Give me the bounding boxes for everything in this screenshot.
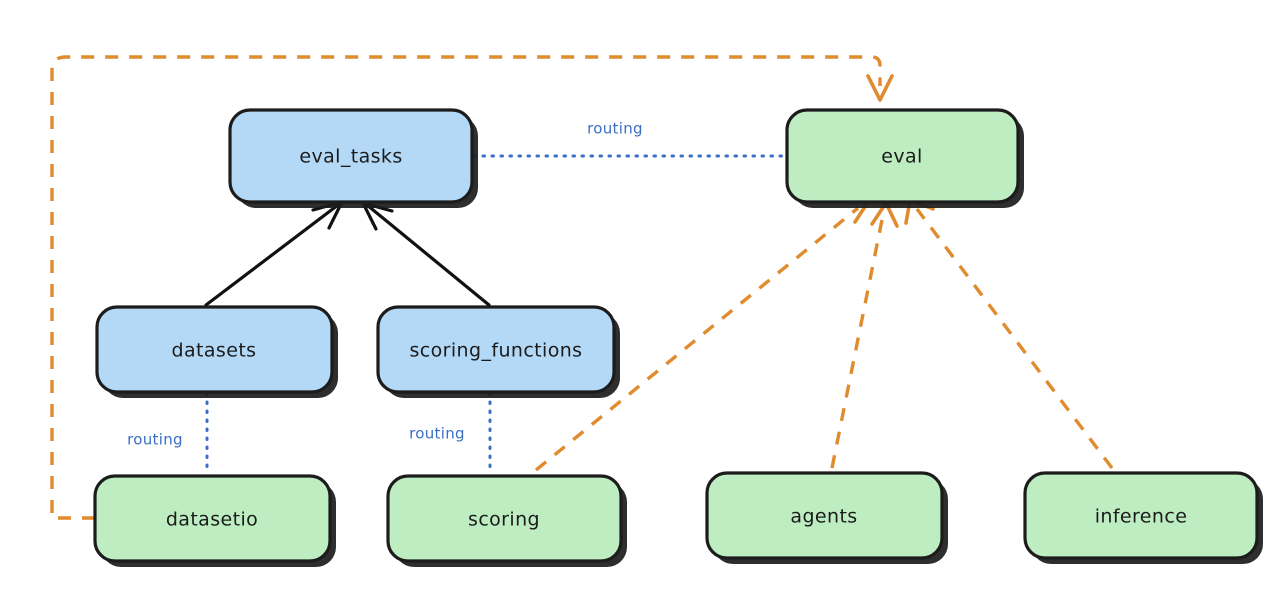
node-scoring_functions-shape <box>376 305 616 394</box>
edge-scoring-to-eval-path <box>534 206 860 472</box>
node-agents[interactable]: agents <box>705 471 948 564</box>
edge-inference-to-eval-path <box>915 207 1114 470</box>
node-eval_tasks-shape <box>228 108 474 204</box>
node-scoring[interactable]: scoring <box>386 474 627 567</box>
node-datasetio-shape <box>93 474 332 563</box>
node-datasets-label: datasets <box>172 340 257 362</box>
edge-label-routing-datasets-datasetio: routing <box>127 431 183 449</box>
node-scoring_functions-label: scoring_functions <box>410 340 583 362</box>
node-agents-label: agents <box>790 506 857 528</box>
node-datasetio[interactable]: datasetio <box>93 474 336 567</box>
edge-datasetio-to-eval-arrowhead <box>866 74 894 102</box>
node-datasetio-label: datasetio <box>166 509 258 531</box>
node-datasets[interactable]: datasets <box>95 305 338 398</box>
node-eval_tasks-label: eval_tasks <box>299 146 402 168</box>
edge-label-layer: routing routing routing <box>127 120 643 449</box>
edge-label-routing-eval_tasks-eval: routing <box>587 120 643 138</box>
edge-datasetio-to-eval-path <box>50 55 882 520</box>
edge-label-routing-scoring_functions-scoring: routing <box>409 425 465 443</box>
node-inference[interactable]: inference <box>1023 471 1263 564</box>
node-eval_tasks[interactable]: eval_tasks <box>228 108 478 208</box>
edge-agents-to-eval-path <box>830 209 886 469</box>
node-datasets-shape <box>95 305 334 394</box>
edge-scoring_functions-to-eval_tasks-path <box>365 203 491 307</box>
node-scoring-label: scoring <box>468 509 540 531</box>
node-inference-shape <box>1023 471 1259 560</box>
node-scoring_functions[interactable]: scoring_functions <box>376 305 620 398</box>
node-eval-label: eval <box>881 146 922 168</box>
node-scoring-shape <box>386 474 623 563</box>
node-layer: eval_tasks eval datasets scoring_functio… <box>93 108 1263 567</box>
edge-datasets-to-eval_tasks-path <box>204 203 340 307</box>
node-eval[interactable]: eval <box>785 108 1024 208</box>
node-eval-shape <box>785 108 1020 204</box>
node-inference-label: inference <box>1095 506 1188 528</box>
node-agents-shape <box>705 471 944 560</box>
